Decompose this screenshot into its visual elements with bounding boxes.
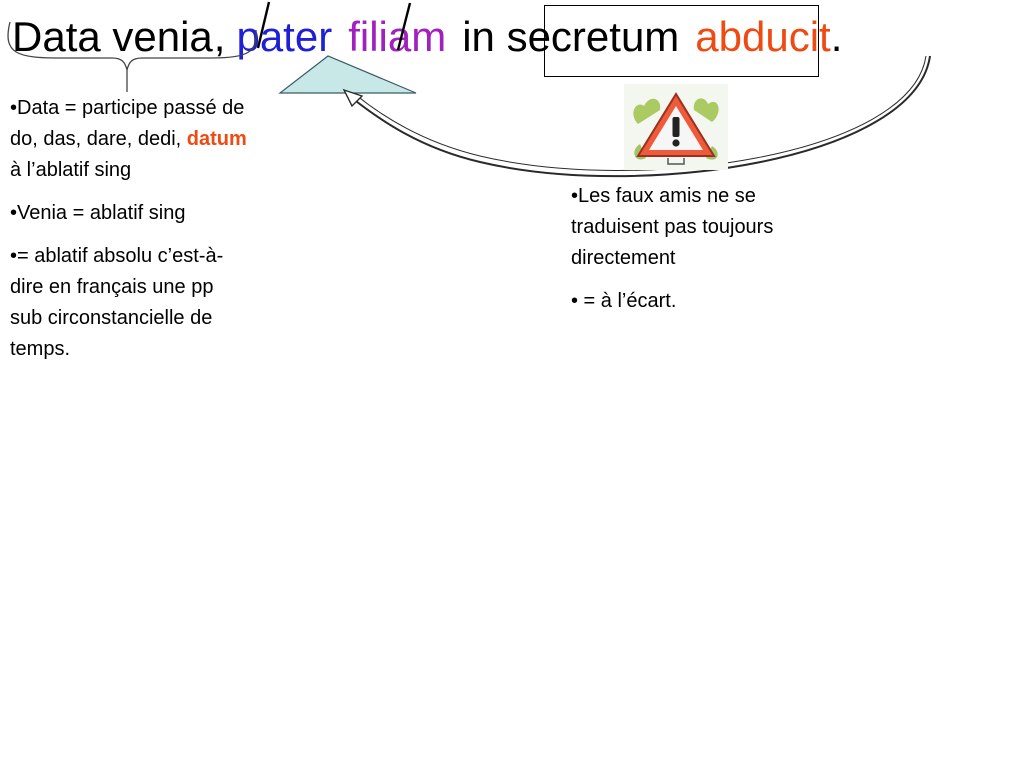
word-in-secretum: in secretum [462,13,680,60]
word-data-venia: Data venia [12,13,213,60]
in-secretum-box [544,5,819,77]
arrow-head [342,88,364,108]
word-pater: pater [236,13,333,60]
note-venia: •Venia = ablatif sing [10,202,186,224]
latin-sentence: Data venia,pater filiam in secretum abducit… [12,2,842,72]
note-data-participle: •Data = participe passé de do, das, dare… [10,93,250,186]
period: . [830,13,843,60]
right-notes: •Les faux amis ne se traduisent pas touj… [571,181,821,329]
word-datum: datum [186,128,247,150]
warning-triangle-icon [624,84,728,170]
word-abducit: abducit [695,13,831,60]
note-faux-amis: •Les faux amis ne se traduisent pas touj… [571,185,774,269]
left-notes: •Data = participe passé de do, das, dare… [10,93,250,377]
word-filiam: filiam [348,13,447,60]
note-a-l-ecart: • = à l’écart. [571,290,677,312]
note-text: •Data = participe passé de do, das, dare… [10,97,245,150]
comma: , [213,13,226,60]
note-text: à l’ablatif sing [10,159,132,181]
note-ablatif-absolu: •= ablatif absolu c’est-à-dire en frança… [10,245,224,360]
